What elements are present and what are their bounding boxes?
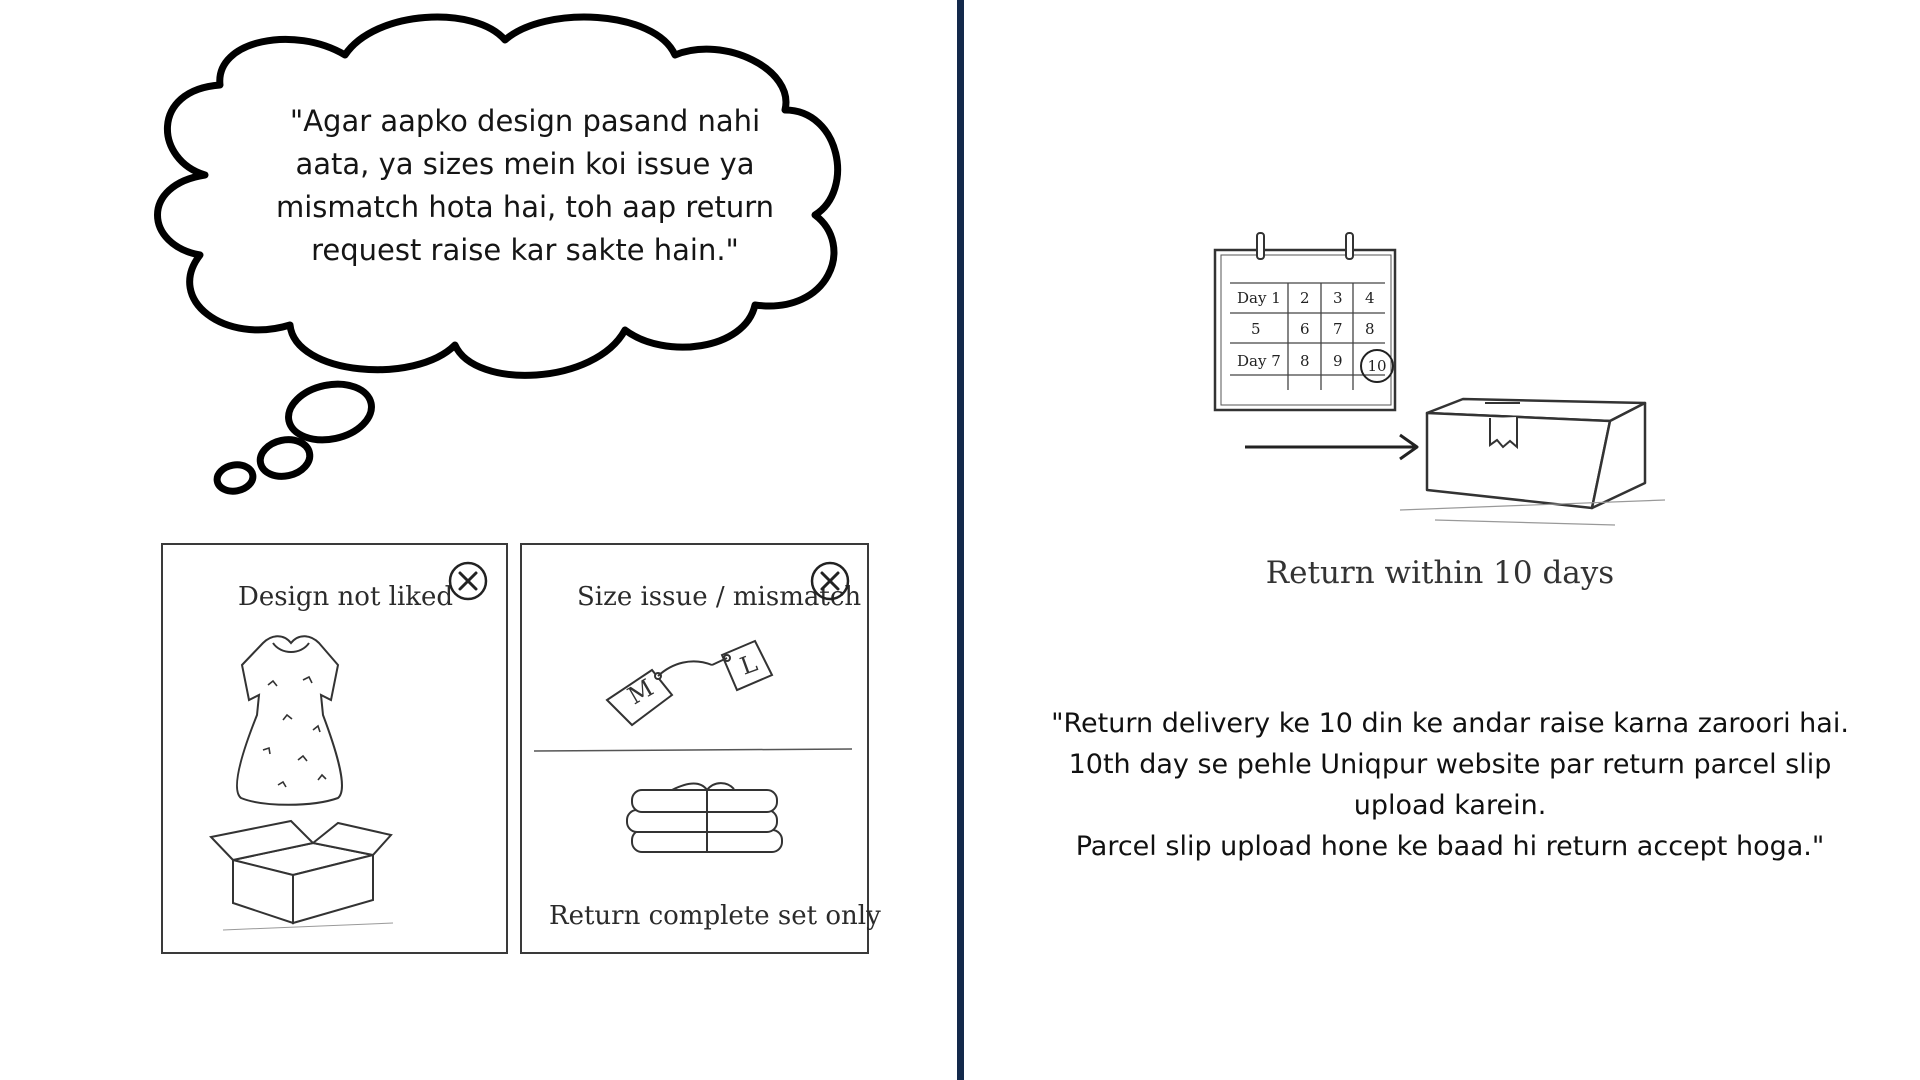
calendar-highlighted-day: 10 bbox=[1360, 349, 1394, 383]
policy-line: Parcel slip upload hone ke baad hi retur… bbox=[1075, 831, 1825, 862]
open-box-icon bbox=[209, 819, 394, 931]
calendar-cell: Day 1 bbox=[1237, 289, 1281, 307]
card-title: Design not liked bbox=[238, 582, 454, 612]
card-separator bbox=[533, 748, 853, 752]
thought-bubble-shape bbox=[154, 13, 841, 495]
calendar-box-illustration: Day 1 2 3 4 5 6 7 8 Day 7 8 9 10 bbox=[1185, 225, 1725, 545]
card-design-not-liked: Design not liked bbox=[161, 543, 508, 954]
policy-text: "Return delivery ke 10 din ke andar rais… bbox=[1020, 703, 1880, 867]
calendar-cell: 4 bbox=[1365, 289, 1375, 307]
calendar-cell: 5 bbox=[1251, 320, 1261, 338]
close-x-icon bbox=[810, 561, 850, 601]
thought-bubble: "Agar aapko design pasand nahi aata, ya … bbox=[95, 0, 935, 500]
calendar-cell: Day 7 bbox=[1237, 352, 1281, 370]
calendar-cell: 8 bbox=[1365, 320, 1375, 338]
close-x-icon bbox=[448, 561, 488, 601]
bubble-quote: "Agar aapko design pasand nahi aata, ya … bbox=[275, 104, 775, 267]
tag-size-l: L bbox=[736, 649, 761, 681]
card-size-issue: Size issue / mismatch M L Return complet… bbox=[520, 543, 881, 954]
calendar-cell: 2 bbox=[1300, 289, 1310, 307]
calendar-cell: 3 bbox=[1333, 289, 1343, 307]
calendar-cell: 9 bbox=[1333, 352, 1343, 370]
illustration-caption: Return within 10 days bbox=[1265, 555, 1615, 591]
calendar-cell: 8 bbox=[1300, 352, 1310, 370]
tag-size-m: M bbox=[623, 674, 658, 711]
dress-icon bbox=[236, 635, 344, 806]
card-caption: Return complete set only bbox=[549, 901, 881, 931]
box-icon bbox=[1399, 397, 1666, 526]
center-divider bbox=[957, 0, 964, 1080]
calendar-icon bbox=[1213, 232, 1397, 412]
calendar-cell: 7 bbox=[1333, 320, 1343, 338]
policy-line: "Return delivery ke 10 din ke andar rais… bbox=[1051, 708, 1849, 739]
policy-line: 10th day se pehle Uniqpur website par re… bbox=[1068, 749, 1832, 821]
folded-clothes-stack-icon bbox=[626, 782, 783, 853]
size-tags-icon bbox=[605, 639, 774, 727]
calendar-cell: 6 bbox=[1300, 320, 1310, 338]
arrow-icon bbox=[1245, 433, 1419, 461]
